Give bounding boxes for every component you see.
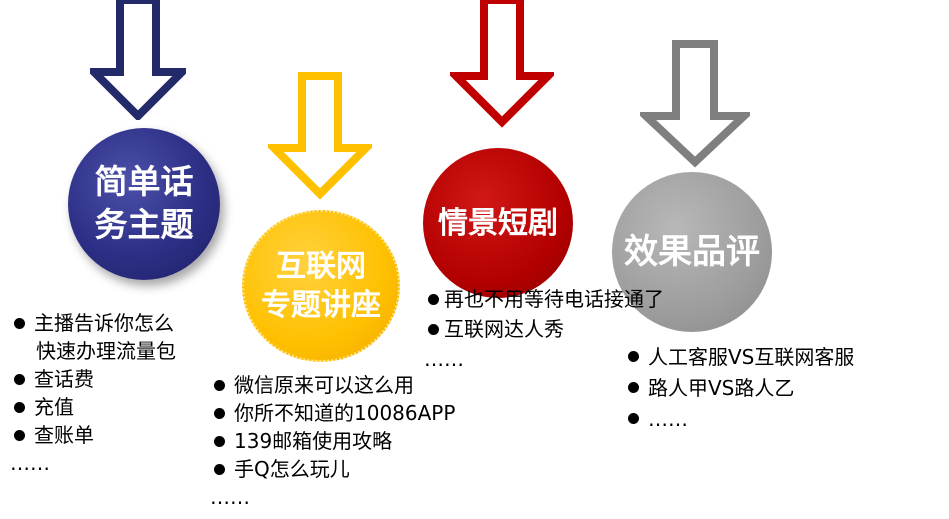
circle-title-line: 效果品评	[624, 231, 760, 272]
list-item: 139邮箱使用攻略	[210, 427, 455, 455]
topic-list-internet-lecture: 微信原来可以这么用 你所不知道的10086APP 139邮箱使用攻略 手Q怎么玩…	[210, 371, 455, 511]
down-arrow-icon	[268, 72, 372, 200]
list-ellipsis: ……	[424, 347, 464, 371]
list-item: 查账单	[10, 421, 176, 449]
list-item: 互联网达人秀	[424, 314, 664, 344]
topic-circle-internet-lecture: 互联网 专题讲座	[242, 210, 400, 362]
topic-circle-simple-service: 简单话 务主题	[68, 128, 220, 280]
list-item: 手Q怎么玩儿	[210, 455, 455, 483]
list-item: 充值	[10, 393, 176, 421]
list-item: 你所不知道的10086APP	[210, 399, 455, 427]
topic-list-simple-service: 主播告诉你怎么 快速办理流量包 查话费 充值 查账单 ……	[10, 309, 176, 477]
list-item: 人工客服VS互联网客服	[624, 342, 854, 373]
circle-title-line: 专题讲座	[261, 288, 381, 323]
circle-title-line: 务主题	[94, 205, 194, 244]
list-item: 路人甲VS路人乙	[624, 373, 854, 404]
down-arrow-icon	[450, 0, 554, 128]
list-item: 主播告诉你怎么	[10, 309, 176, 337]
list-item: 查话费	[10, 365, 176, 393]
circle-title-line: 互联网	[276, 249, 366, 284]
list-item: 再也不用等待电话接通了	[424, 284, 664, 314]
topic-list-sitcom: 再也不用等待电话接通了 互联网达人秀 ……	[424, 284, 664, 374]
list-item: ……	[624, 404, 854, 435]
list-item-continuation: 快速办理流量包	[36, 339, 176, 363]
topic-circle-review: 效果品评	[612, 172, 772, 332]
down-arrow-icon	[640, 40, 750, 168]
list-item: 微信原来可以这么用	[210, 371, 455, 399]
list-ellipsis: ……	[210, 485, 250, 509]
circle-title-line: 简单话	[94, 162, 194, 202]
topic-circle-sitcom: 情景短剧	[423, 148, 573, 298]
down-arrow-icon	[90, 0, 186, 120]
list-ellipsis: ……	[10, 451, 50, 475]
topic-list-review: 人工客服VS互联网客服 路人甲VS路人乙 ……	[624, 342, 854, 435]
circle-title-line: 情景短剧	[438, 205, 558, 241]
